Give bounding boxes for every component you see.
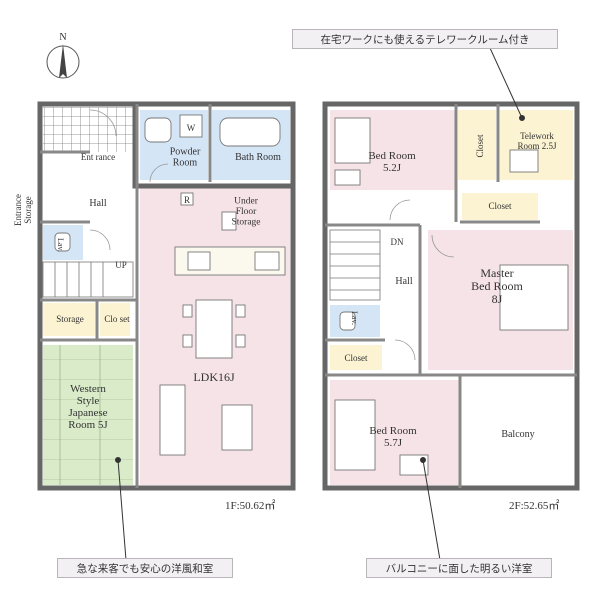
north-compass: N — [46, 32, 80, 79]
closet-fill-1f — [100, 303, 130, 336]
stairs-2f — [329, 229, 381, 301]
storage-fill — [43, 303, 95, 336]
stairs-1f — [42, 261, 134, 298]
storage-label: Storage — [56, 314, 84, 324]
dn-label: DN — [391, 237, 404, 247]
closet-3-2f-label: Closet — [344, 353, 368, 363]
floor1-area: 1F:50.62㎡ — [225, 500, 276, 512]
balcony-label: Balcony — [501, 429, 534, 440]
closet-2-2f-label: Closet — [488, 201, 512, 211]
callout-leaders — [115, 47, 525, 561]
telework-callout: 在宅ワークにも使えるテレワークルーム付き — [292, 29, 558, 49]
hall-1f-label: Hall — [89, 198, 106, 209]
closet-3-fill-2f — [330, 345, 382, 370]
up-label: UP — [115, 260, 127, 270]
ldk-label: LDK16J — [193, 370, 235, 384]
balcony-room-callout: バルコニーに面した明るい洋室 — [366, 558, 552, 578]
hall-2f-label: Hall — [395, 276, 412, 287]
japanese-room-callout: 急な来客でも安心の洋風和室 — [57, 558, 233, 578]
fridge-label: R — [184, 195, 190, 205]
compass-north-label: N — [59, 32, 66, 43]
lav-2f-label: Lav. — [350, 311, 359, 325]
lav-1f-label: Lav. — [56, 238, 65, 252]
closet-1-2f-label: Closet — [475, 134, 485, 158]
closet-2-fill-2f — [462, 193, 538, 220]
furniture-2f — [334, 117, 569, 476]
entrance-tile-floor — [43, 107, 133, 152]
floor2-area: 2F:52.65㎡ — [509, 500, 560, 512]
closet-1f-label: Clo set — [104, 314, 130, 324]
bath-room-label: Bath Room — [235, 152, 281, 163]
closet-1-fill-2f — [458, 110, 496, 180]
fixtures-1f — [54, 114, 286, 456]
entrance-label: Ent rance — [81, 152, 115, 162]
washer-label: W — [187, 123, 196, 133]
floor1-plan: Ent rance Hall Lav. UP Storage Clo set W… — [13, 101, 296, 491]
entrance-storage-label: EntranceStorage — [13, 194, 33, 226]
